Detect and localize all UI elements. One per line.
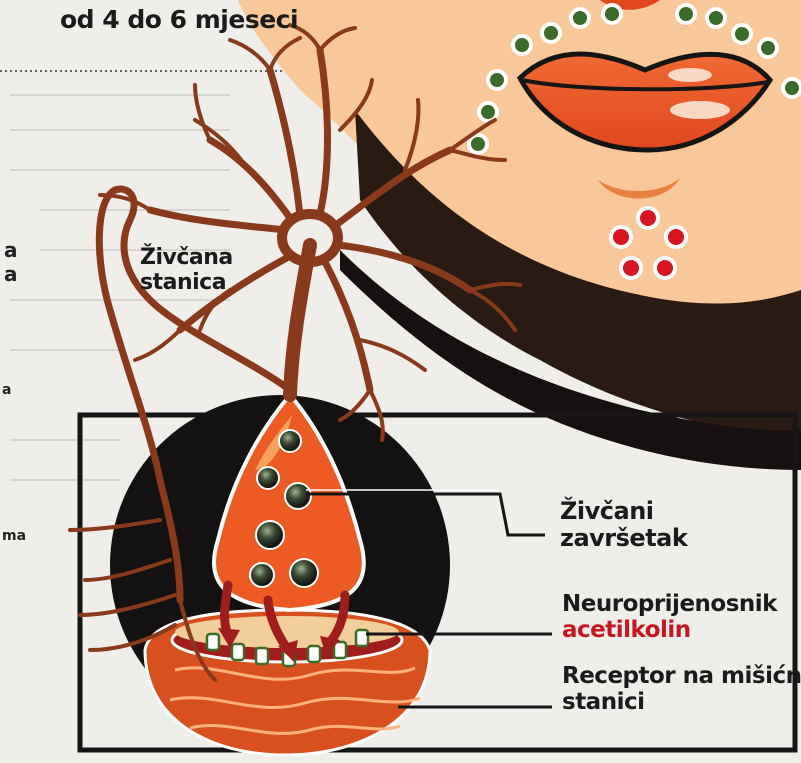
fragment-ma: ma (2, 528, 26, 544)
receptor-label-line-1: Receptor na mišićnoj (562, 664, 801, 690)
nerve-cell-label: Živčana stanica (140, 246, 233, 295)
nerve-cell-label-line-2: stanica (140, 271, 233, 296)
fragment-a-3: a (2, 382, 11, 398)
neurotransmitter-label: Neuroprijenosnik acetilkolin (562, 592, 777, 644)
fragment-a-2: a (4, 262, 18, 286)
nerve-cell-label-line-1: Živčana (140, 246, 233, 271)
fragment-a-1: a (4, 238, 18, 262)
receptor-label-line-2: stanici (562, 690, 801, 716)
receptor-label: Receptor na mišićnoj stanici (562, 664, 801, 716)
nerve-ending-label-line-1: Živčani (560, 498, 687, 525)
header-line-2: od 4 do 6 mjeseci (60, 6, 298, 34)
neurotransmitter-label-line-2: acetilkolin (562, 618, 777, 644)
nerve-ending-label-line-2: završetak (560, 525, 687, 552)
neurotransmitter-label-line-1: Neuroprijenosnik (562, 592, 777, 618)
nerve-ending-label: Živčani završetak (560, 498, 687, 552)
